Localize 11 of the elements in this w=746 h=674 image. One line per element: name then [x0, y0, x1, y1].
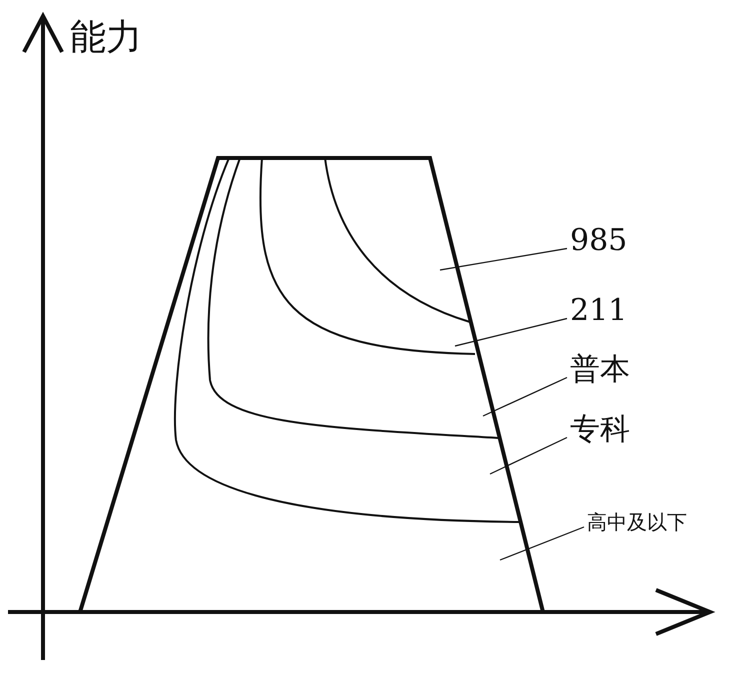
callout-label: 高中及以下	[587, 512, 687, 532]
callout-label: 专科	[570, 415, 630, 445]
leader-line	[454, 318, 568, 347]
leader-line	[482, 376, 568, 417]
leader-line	[490, 436, 568, 475]
callout-label: 211	[570, 296, 628, 326]
callout-label: 普本	[570, 355, 630, 385]
axis-label: 能力	[70, 20, 142, 56]
callout-label: 985	[570, 226, 628, 256]
leader-line	[500, 526, 584, 561]
leader-line	[440, 248, 568, 271]
